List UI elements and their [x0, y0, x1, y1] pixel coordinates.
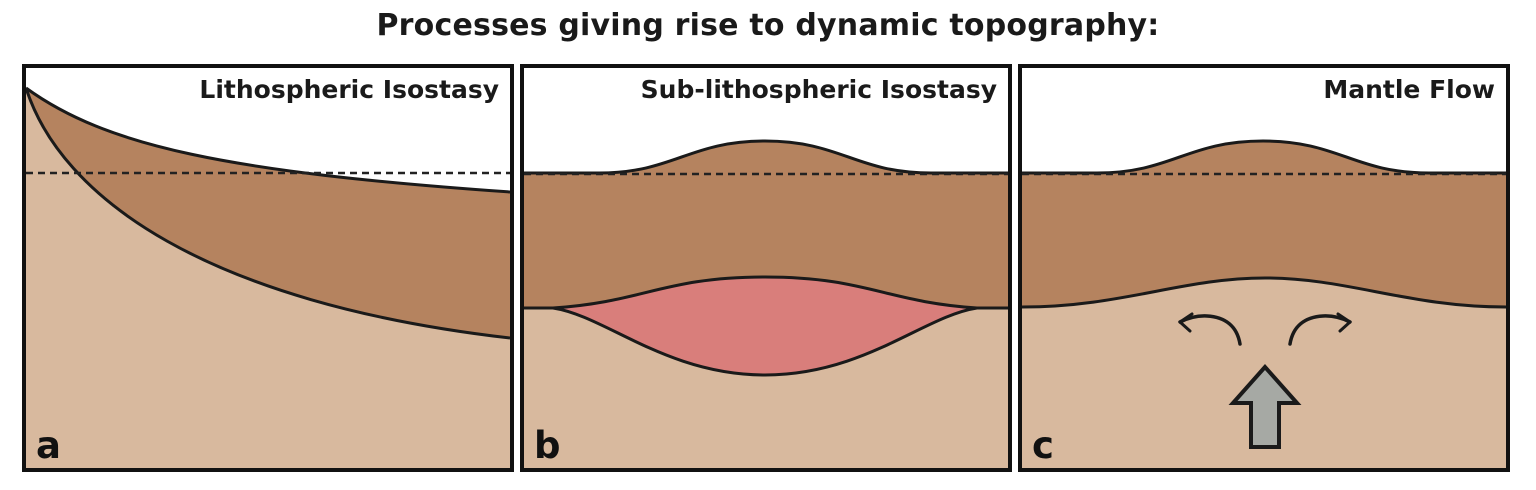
- lithosphere-layer: [1022, 141, 1506, 307]
- panel-a-title: Lithospheric Isostasy: [199, 75, 499, 104]
- lithosphere-layer: [26, 88, 510, 338]
- low-density-lens: [551, 275, 979, 377]
- figure-title: Processes giving rise to dynamic topogra…: [376, 8, 1160, 43]
- panel-a-letter: a: [36, 424, 61, 467]
- surface-curve: [524, 139, 1008, 175]
- divergent-flow-right-icon: [1288, 312, 1352, 346]
- panel-c-drawing: [1022, 139, 1506, 468]
- panel-a-drawing: [26, 86, 510, 468]
- lithosphere-base-curve: [26, 87, 510, 340]
- panel-sublithospheric-isostasy: Sub-lithospheric Isostasy b: [520, 64, 1012, 472]
- surface-curve: [26, 86, 510, 194]
- panel-b-title: Sub-lithospheric Isostasy: [640, 75, 997, 104]
- panel-b-letter: b: [534, 424, 561, 467]
- panel-c-letter: c: [1032, 424, 1054, 467]
- lithosphere-base-curve: [1022, 276, 1506, 309]
- divergent-flow-left-icon: [1178, 312, 1242, 346]
- panel-c-title: Mantle Flow: [1323, 75, 1495, 104]
- mantle-region: [26, 88, 510, 468]
- lithosphere-layer: [524, 141, 1008, 308]
- panel-lithospheric-isostasy: Lithospheric Isostasy a: [22, 64, 514, 472]
- panel-mantle-flow: Mantle Flow c: [1018, 64, 1510, 472]
- mantle-upwelling-arrow-icon: [1228, 363, 1302, 449]
- surface-curve: [1022, 139, 1506, 175]
- panel-b-drawing: [524, 139, 1008, 468]
